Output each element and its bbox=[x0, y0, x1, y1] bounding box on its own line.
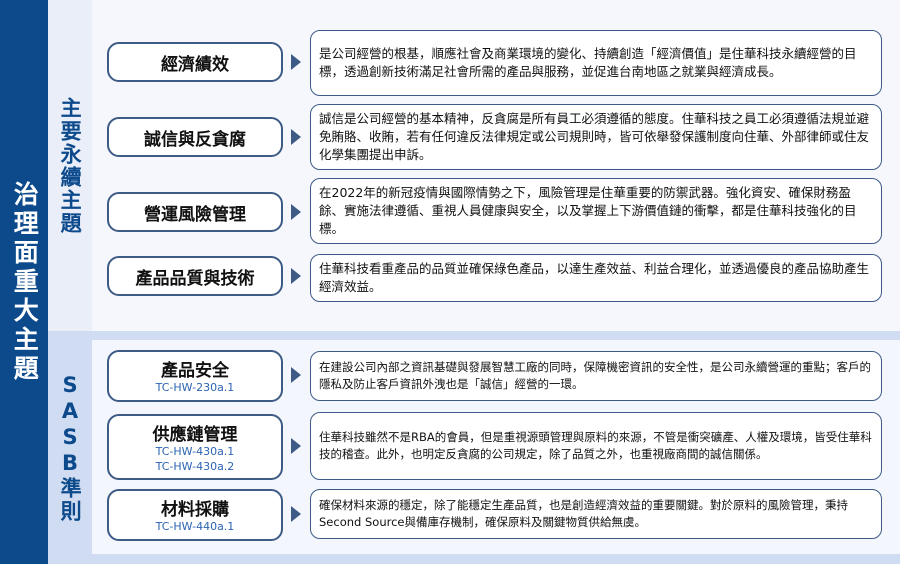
arrow-icon bbox=[291, 438, 301, 454]
main-title-column: 治理面重大主題 bbox=[0, 0, 48, 564]
arrow-icon bbox=[291, 268, 301, 284]
topic-title: 產品品質與技術 bbox=[135, 268, 255, 289]
main-title: 治理面重大主題 bbox=[10, 180, 40, 384]
topic-desc-quality: 住華科技看重產品的品質並確保綠色產品，以達生產效益、利益合理化，並透過優良的產品… bbox=[310, 254, 882, 302]
sasb-title: 產品安全 bbox=[161, 361, 229, 382]
sasb-code: TC-HW-230a.1 bbox=[155, 381, 235, 395]
arrow-icon bbox=[291, 204, 301, 220]
topic-pill-integrity: 誠信與反貪腐 bbox=[107, 117, 283, 157]
topic-desc-integrity: 誠信是公司經營的基本精神，反貪腐是所有員工必須遵循的態度。住華科技之員工必須遵循… bbox=[310, 104, 882, 170]
sasb-code: TC-HW-440a.1 bbox=[155, 520, 235, 534]
arrow-icon bbox=[291, 367, 301, 383]
sasb-label: SASB準則 bbox=[58, 372, 83, 523]
sasb-pill-material-sourcing: 材料採購 TC-HW-440a.1 bbox=[107, 489, 283, 541]
arrow-icon bbox=[291, 129, 301, 145]
topic-desc-risk: 在2022年的新冠疫情與國際情勢之下，風險管理是住華重要的防禦武器。強化資安、確… bbox=[310, 178, 882, 244]
topic-pill-quality: 產品品質與技術 bbox=[107, 256, 283, 296]
topic-desc-economic: 是公司經營的根基，順應社會及商業環境的變化、持續創造「經濟價值」是住華科技永續經… bbox=[310, 30, 882, 96]
sasb-code: TC-HW-430a.1 bbox=[155, 445, 235, 459]
sasb-pill-product-safety: 產品安全 TC-HW-230a.1 bbox=[107, 350, 283, 402]
sasb-code: TC-HW-430a.2 bbox=[155, 459, 235, 473]
sasb-label-wrap: SASB準則 bbox=[48, 331, 92, 564]
material-topics-label-wrap: 主要永續主題 bbox=[48, 0, 92, 331]
topic-title: 經濟績效 bbox=[161, 54, 229, 75]
sasb-desc-text: 在建設公司內部之資訊基礎與發展智慧工廠的同時，保障機密資訊的安全性，是公司永續營… bbox=[319, 359, 871, 391]
topic-desc-text: 是公司經營的根基，順應社會及商業環境的變化、持續創造「經濟價值」是住華科技永續經… bbox=[319, 45, 857, 79]
sasb-title: 供應鏈管理 bbox=[152, 425, 238, 446]
topic-title: 誠信與反貪腐 bbox=[144, 129, 246, 150]
sasb-desc-supply-chain: 住華科技雖然不是RBA的會員，但是重視源頭管理與原料的來源，不管是衝突礦產、人權… bbox=[310, 412, 882, 480]
topic-desc-text: 在2022年的新冠疫情與國際情勢之下，風險管理是住華重要的防禦武器。強化資安、確… bbox=[319, 184, 857, 237]
topic-pill-economic: 經濟績效 bbox=[107, 42, 283, 82]
topic-desc-text: 住華科技看重產品的品質並確保綠色產品，以達生產效益、利益合理化，並透過優良的產品… bbox=[319, 260, 870, 294]
sasb-pill-supply-chain: 供應鏈管理 TC-HW-430a.1 TC-HW-430a.2 bbox=[107, 414, 283, 480]
arrow-icon bbox=[291, 506, 301, 522]
topic-desc-text: 誠信是公司經營的基本精神，反貪腐是所有員工必須遵循的態度。住華科技之員工必須遵循… bbox=[319, 110, 870, 163]
sasb-desc-text: 住華科技雖然不是RBA的會員，但是重視源頭管理與原料的來源，不管是衝突礦產、人權… bbox=[319, 429, 872, 461]
sasb-desc-material-sourcing: 確保材料來源的穩定，除了能穩定生產品質，也是創造經濟效益的重要關鍵。對於原料的風… bbox=[310, 489, 882, 539]
arrow-icon bbox=[291, 54, 301, 70]
material-topics-label: 主要永續主題 bbox=[58, 96, 83, 235]
sasb-desc-text: 確保材料來源的穩定，除了能穩定生產品質，也是創造經濟效益的重要關鍵。對於原料的風… bbox=[319, 497, 848, 529]
topic-title: 營運風險管理 bbox=[144, 204, 246, 225]
sasb-desc-product-safety: 在建設公司內部之資訊基礎與發展智慧工廠的同時，保障機密資訊的安全性，是公司永續營… bbox=[310, 351, 882, 401]
sasb-title: 材料採購 bbox=[161, 500, 229, 521]
topic-pill-risk: 營運風險管理 bbox=[107, 192, 283, 232]
